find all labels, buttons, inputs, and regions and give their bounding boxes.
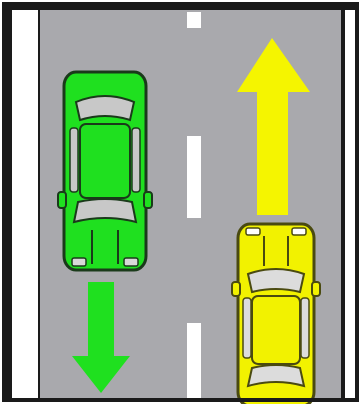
green-car-headlight [72, 258, 86, 266]
yellow-car-mirror [232, 282, 240, 296]
green-car-rear-window [76, 96, 134, 120]
yellow-car-side-window [243, 298, 251, 358]
yellow-car-windshield [248, 269, 304, 292]
right-shoulder [345, 10, 355, 400]
green-car-mirror [144, 192, 152, 208]
yellow-car-roof [252, 296, 300, 364]
yellow-car-side-window [301, 298, 309, 358]
lane-dash [187, 136, 201, 218]
green-car [58, 72, 152, 270]
right-edge [341, 10, 345, 400]
bottom-frame [2, 398, 359, 402]
green-car-side-window [132, 128, 140, 192]
lane-dash [187, 323, 201, 404]
green-car-headlight [124, 258, 138, 266]
lane-dash [187, 12, 201, 28]
yellow-car-mirror [312, 282, 320, 296]
green-car-roof [80, 124, 130, 198]
green-car-side-window [70, 128, 78, 192]
yellow-car-headlight [292, 228, 306, 235]
green-car-mirror [58, 192, 66, 208]
yellow-car-headlight [246, 228, 260, 235]
yellow-car [232, 224, 320, 404]
yellow-car-rear-window [248, 365, 304, 386]
green-car-windshield [74, 199, 136, 222]
left-shoulder [12, 10, 38, 400]
